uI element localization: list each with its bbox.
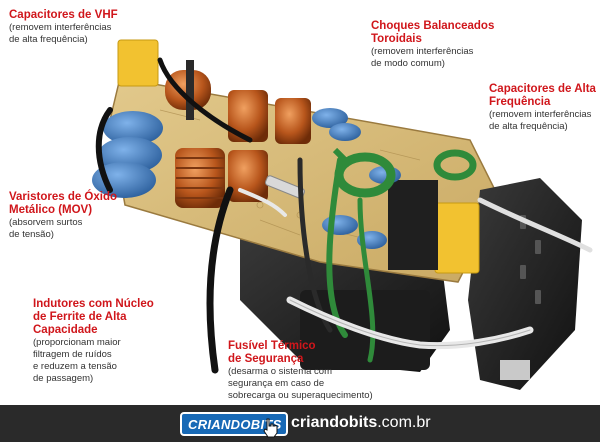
- label-desc: segurança em caso de: [228, 378, 325, 389]
- label-desc: (proporcionam maior: [33, 337, 121, 348]
- label-metal-oxide-varistors: Varistores de Óxido Metálico (MOV) (abso…: [9, 191, 117, 241]
- label-desc: e reduzem a tensão: [33, 361, 117, 372]
- label-thermal-fuse: Fusível Térmico de Segurança (desarma o …: [228, 340, 373, 402]
- ferrite-inductors: [165, 60, 311, 208]
- label-title: Frequência: [489, 96, 551, 108]
- label-desc: de modo comum): [371, 58, 445, 69]
- footer-bar: CRIANDOBITS criandobits.com.br: [0, 405, 600, 442]
- label-vhf-capacitors: Capacitores de VHF (removem interferênci…: [9, 9, 118, 46]
- site-url-rest: .com.br: [377, 414, 431, 431]
- label-title: de Ferrite de Alta: [33, 311, 127, 323]
- label-ferrite-inductors: Indutores com Núcleo de Ferrite de Alta …: [33, 298, 154, 385]
- site-url-bold: criandobits: [291, 414, 378, 431]
- thermal-fuse: [264, 175, 306, 199]
- label-title: de Segurança: [228, 353, 304, 365]
- label-title: Capacitores de Alta: [489, 83, 596, 95]
- label-title: Indutores com Núcleo: [33, 298, 154, 310]
- label-desc: de alta frequência): [9, 34, 88, 45]
- label-desc: sobrecarga ou superaquecimento): [228, 390, 373, 401]
- site-url[interactable]: criandobits.com.br: [291, 412, 431, 434]
- vhf-capacitor: [117, 39, 159, 87]
- label-desc: de alta frequência): [489, 121, 568, 132]
- label-title: Capacitores de VHF: [9, 9, 118, 21]
- label-title: Varistores de Óxido: [9, 191, 118, 203]
- hand-pointer-icon: [263, 418, 278, 438]
- label-balanced-toroidal-chokes: Choques Balanceados Toroidais (removem i…: [371, 20, 494, 70]
- label-high-frequency-capacitors: Capacitores de Alta Frequência (removem …: [489, 83, 596, 133]
- label-desc: (absorvem surtos: [9, 217, 83, 228]
- label-desc: de passagem): [33, 373, 94, 384]
- label-title: Metálico (MOV): [9, 204, 93, 216]
- thermal-block: [388, 180, 438, 270]
- label-title: Fusível Térmico: [228, 340, 316, 352]
- label-title: Choques Balanceados: [371, 20, 495, 32]
- label-desc: de tensão): [9, 229, 54, 240]
- power-plug-block: [468, 178, 582, 390]
- logo-text: CRIANDOBITS: [188, 417, 282, 432]
- label-desc: (removem interferências: [371, 46, 474, 57]
- label-desc: filtragem de ruídos: [33, 349, 112, 360]
- label-desc: (removem interferências: [489, 109, 592, 120]
- wires: [95, 57, 593, 374]
- label-desc: (desarma o sistema com: [228, 366, 333, 377]
- label-title: Toroidais: [371, 33, 422, 45]
- label-desc: (removem interferências: [9, 22, 112, 33]
- high-frequency-capacitor: [434, 202, 480, 274]
- label-title: Capacidade: [33, 324, 98, 336]
